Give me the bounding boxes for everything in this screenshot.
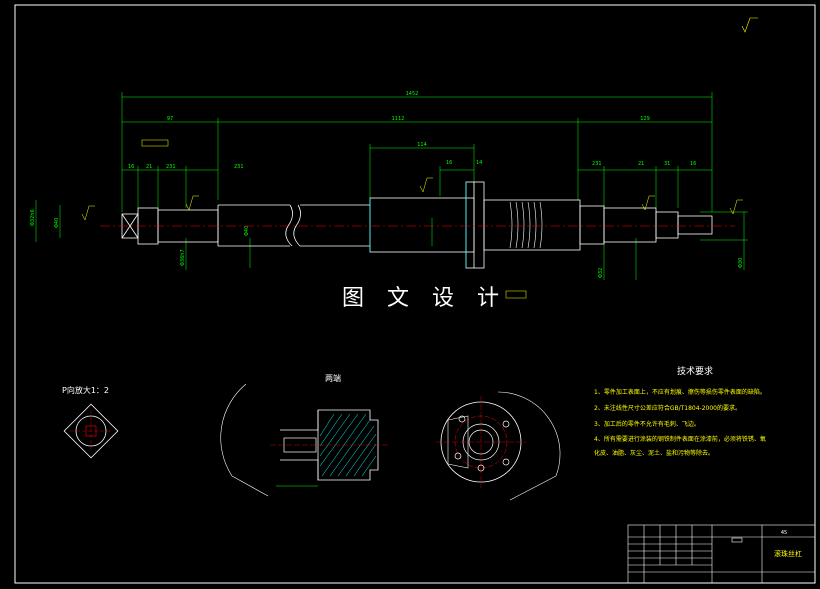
watermark-title: 图 文 设 计 — [342, 286, 507, 311]
end-section-view — [220, 383, 390, 497]
dim-right-segment: 129 — [640, 116, 650, 122]
nut-section-hatch — [369, 182, 467, 268]
tech-requirement-item: 1、零件加工表面上，不应有划痕、擦伤等损伤零件表面的缺陷。 — [594, 388, 766, 396]
title-block — [627, 524, 816, 584]
tech-requirement-item: 2、未注线性尺寸公差应符合GB/T1804-2000的要求。 — [594, 404, 741, 412]
screw-shaft — [121, 181, 713, 269]
dim-small: 31 — [664, 161, 670, 167]
dim-small: 231 — [234, 164, 244, 170]
dim-small: 14 — [476, 160, 482, 166]
thread-section — [509, 201, 543, 249]
nut-flange-view — [436, 391, 561, 501]
dim-vertical: Φ40 — [54, 218, 60, 228]
dim-small: 16 — [446, 160, 452, 166]
tolerance-frame-icon — [141, 139, 527, 299]
title-block-material: 45 — [781, 530, 787, 536]
dim-vertical: Φ36h7 — [180, 249, 186, 266]
tech-requirements-heading: 技术要求 — [677, 365, 713, 377]
dim-vertical: Φ40 — [244, 226, 250, 236]
dim-left-segment: 97 — [167, 116, 173, 122]
dim-vertical: Φ32h6 — [30, 209, 36, 226]
dim-small: 16 — [690, 161, 696, 167]
roughness-symbol-icon — [741, 17, 758, 33]
dim-vertical: Φ32 — [598, 268, 604, 278]
sheet-border — [14, 4, 816, 584]
tech-requirement-item: 化皮、油脂、灰尘、泥土、盐和污物等除去。 — [594, 449, 714, 457]
dim-small: 231 — [166, 164, 176, 170]
tech-requirement-item: 4、所有需要进行涂装的钢铁制件表面在涂漆前，必须将铁锈、氧 — [594, 435, 766, 443]
detail-p-label: P向放大1：2 — [62, 385, 109, 395]
dim-overall-length: 1452 — [406, 91, 419, 97]
dim-vertical: Φ30 — [738, 258, 744, 268]
dim-small: 21 — [146, 164, 152, 170]
dim-nut-width: 114 — [417, 142, 427, 148]
dimension-lines — [35, 92, 748, 280]
dim-small: 231 — [592, 161, 602, 167]
dim-small: 16 — [128, 164, 134, 170]
detail-p-view — [63, 403, 119, 459]
roughness-symbol-icon — [81, 177, 743, 221]
title-block-part-name: 滚珠丝杠 — [774, 549, 802, 558]
end-view-label: 两端 — [325, 373, 341, 383]
dim-middle-segment: 1112 — [392, 116, 405, 122]
tech-requirement-item: 3、加工后的零件不允许有毛刺、飞边。 — [594, 420, 700, 428]
dim-small: 21 — [638, 161, 644, 167]
